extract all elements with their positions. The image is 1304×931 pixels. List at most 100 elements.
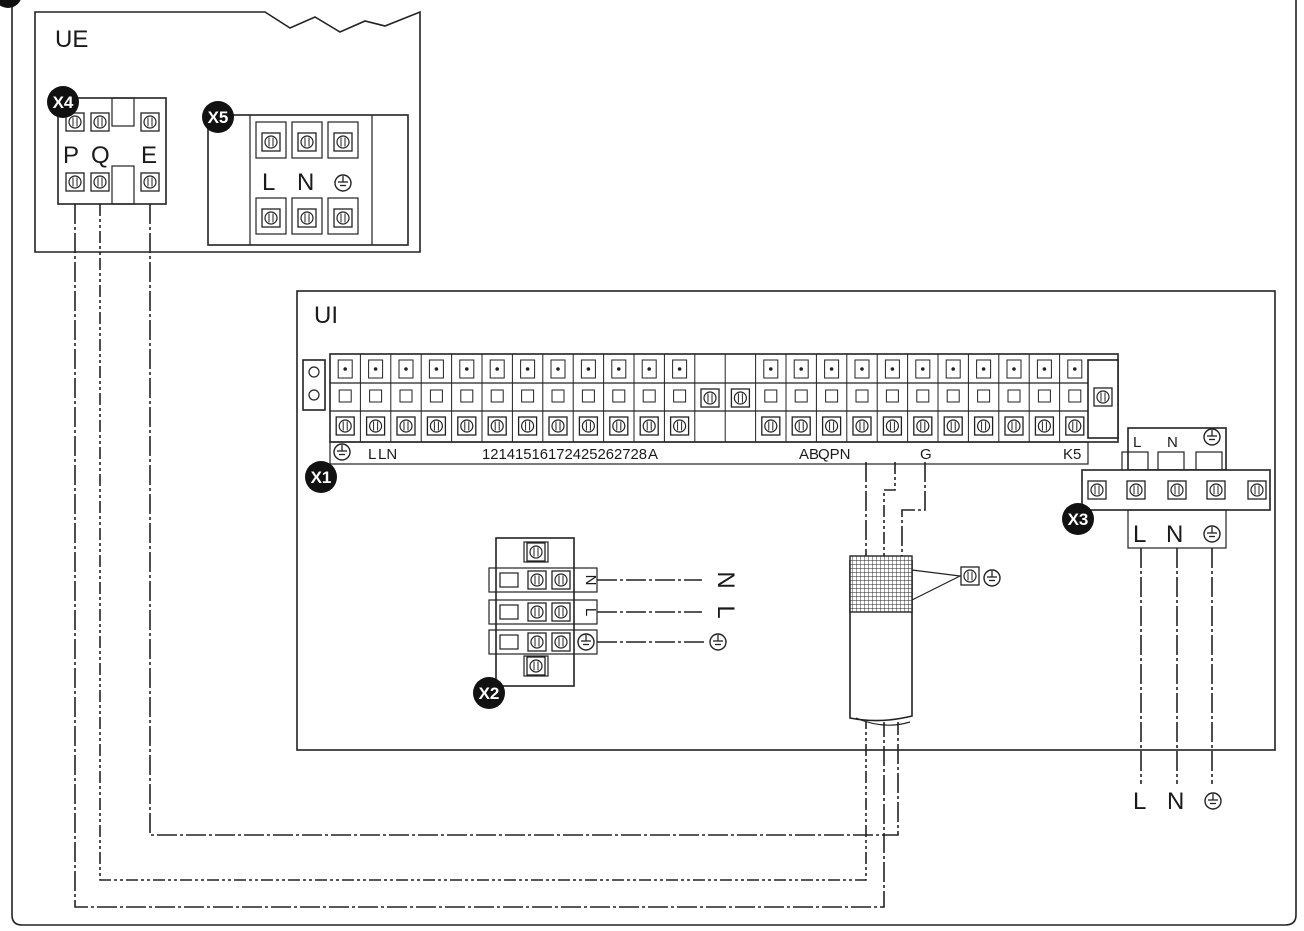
screw-terminal-icon	[90, 172, 110, 192]
screw-terminal-icon	[1247, 480, 1267, 500]
x3-top-label-n: N	[1167, 434, 1178, 451]
x1-terminal-cell	[998, 354, 1024, 442]
x1-terminal-cell	[937, 354, 963, 442]
x1-terminal-cell	[451, 354, 477, 442]
screw-terminal-icon	[1065, 416, 1085, 436]
screw-terminal-icon	[852, 416, 872, 436]
screw-terminal-icon	[1126, 480, 1146, 500]
corner-badge	[0, 0, 21, 8]
x1-terminal-cell	[815, 354, 842, 442]
screw-terminal-icon	[1087, 480, 1107, 500]
screw-terminal-icon	[333, 208, 353, 228]
svg-text:X4: X4	[53, 93, 74, 112]
screw-terminal-icon	[960, 566, 980, 586]
screw-terminal-icon	[527, 632, 547, 652]
x4-badge: X4	[47, 86, 79, 118]
x2-wires: N L	[597, 571, 739, 651]
svg-text:X2: X2	[479, 684, 500, 703]
x1-terminal-cell	[603, 354, 629, 442]
screw-terminal-icon	[261, 208, 281, 228]
x1-label-g: G	[920, 446, 932, 463]
svg-text:X1: X1	[311, 468, 332, 487]
outer-frame	[11, 0, 1297, 926]
screw-terminal-icon	[335, 416, 355, 436]
x3-bottom-label-n: N	[1166, 521, 1183, 548]
screw-terminal-icon	[1034, 416, 1055, 436]
x3-top-label-l: L	[1133, 434, 1141, 451]
screw-terminal-icon	[821, 416, 842, 436]
screw-terminal-icon	[297, 132, 317, 152]
screw-terminal-icon	[526, 656, 546, 676]
x1-label-k5: K5	[1063, 446, 1081, 463]
earth-ground-icon	[334, 174, 352, 192]
screw-terminal-icon	[730, 388, 751, 408]
x3-terminal-block: L N L N	[1081, 427, 1271, 549]
x5-terminal-block: L N	[207, 114, 409, 246]
x4-label-q: Q	[91, 142, 110, 169]
earth-ground-icon	[333, 443, 351, 461]
screw-terminal-icon	[609, 416, 629, 436]
screw-terminal-icon	[578, 416, 599, 436]
screw-terminal-icon	[261, 132, 281, 152]
screw-terminal-icon	[551, 570, 571, 590]
x1-terminal-cell	[724, 354, 751, 442]
x1-label-a: A	[648, 446, 658, 463]
x5-label-l: L	[262, 169, 275, 196]
x1-terminal-cell	[481, 354, 507, 442]
x1-label-ln: LN	[378, 446, 397, 463]
screw-terminal-icon	[297, 208, 317, 228]
screw-terminal-icon	[551, 632, 571, 652]
screw-terminal-icon	[527, 570, 547, 590]
x1-terminal-cell	[785, 354, 811, 442]
x4-terminal-block: P Q E	[57, 97, 167, 205]
screw-terminal-icon	[700, 388, 720, 408]
x1-terminal-cell	[663, 354, 690, 442]
screw-terminal-icon	[551, 602, 571, 622]
screw-terminal-icon	[365, 416, 386, 436]
screw-terminal-icon	[527, 602, 547, 622]
screw-terminal-icon	[791, 416, 811, 436]
screw-terminal-icon	[396, 416, 416, 436]
screw-terminal-icon	[426, 416, 447, 436]
earth-ground-icon	[709, 633, 727, 651]
ue-label: UE	[55, 26, 88, 53]
x1-terminal-cell	[967, 354, 994, 442]
x2-terminal-label-l: L	[582, 608, 599, 616]
earth-ground-icon	[1203, 428, 1221, 446]
x1-terminal-cell	[633, 354, 659, 442]
x1-terminal-cell	[876, 354, 903, 442]
x1-terminal-cell	[390, 354, 416, 442]
x4-label-e: E	[141, 142, 157, 169]
x1-badge: X1	[305, 461, 337, 493]
x5-badge: X5	[202, 101, 234, 133]
screw-terminal-icon	[65, 172, 85, 192]
screw-terminal-icon	[526, 542, 546, 562]
screw-terminal-icon	[761, 416, 781, 436]
x1-terminal-cell	[572, 354, 599, 442]
x1-label-qpn: QPN	[818, 446, 851, 463]
x1-terminal-cell	[359, 354, 386, 442]
screw-terminal-icon	[882, 416, 903, 436]
x1-terminal-cell	[329, 354, 355, 442]
x5-label-n: N	[297, 169, 314, 196]
screw-terminal-icon	[333, 132, 353, 152]
screw-terminal-icon	[548, 416, 568, 436]
x1-terminal-cell	[846, 354, 872, 442]
power-supply-leads: L N	[1133, 548, 1222, 815]
x2-terminal-block: N L	[488, 537, 599, 687]
screw-terminal-icon	[639, 416, 659, 436]
x2-wire-label-l: L	[712, 605, 739, 618]
x1-terminal-cell	[907, 354, 933, 442]
screw-terminal-icon	[487, 416, 507, 436]
interconnect-wires	[74, 204, 899, 908]
x1-label-l: L	[368, 446, 376, 463]
screw-terminal-icon	[1093, 387, 1113, 407]
x1-terminal-cell	[542, 354, 568, 442]
screw-terminal-icon	[1004, 416, 1024, 436]
svg-text:X3: X3	[1068, 510, 1089, 529]
x1-terminal-cell	[511, 354, 538, 442]
x2-badge: X2	[473, 677, 505, 709]
earth-ground-icon	[1203, 525, 1221, 543]
x2-terminal-label-n: N	[582, 575, 599, 586]
